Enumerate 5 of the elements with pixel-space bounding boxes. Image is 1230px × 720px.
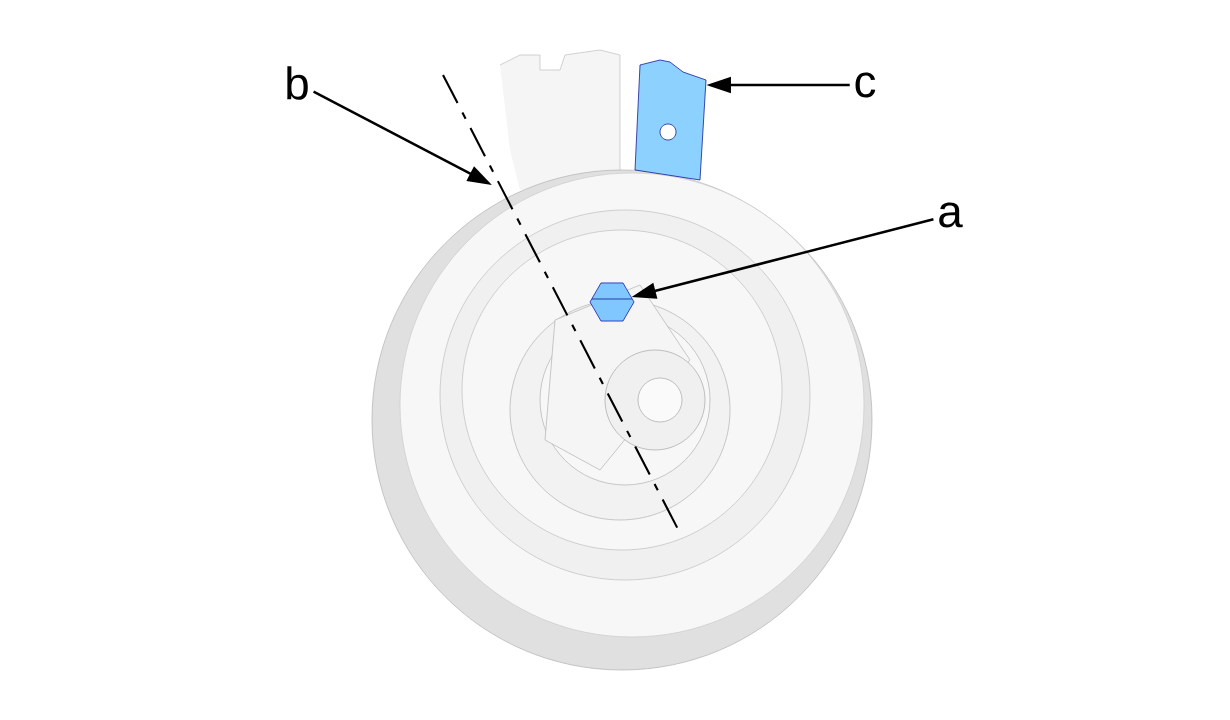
callout-letter: c (855, 72, 876, 98)
callout-letter: b (287, 66, 308, 100)
callout-letter: a (939, 202, 963, 228)
adjusting-screw (589, 282, 635, 322)
mounting-bracket (634, 59, 707, 181)
